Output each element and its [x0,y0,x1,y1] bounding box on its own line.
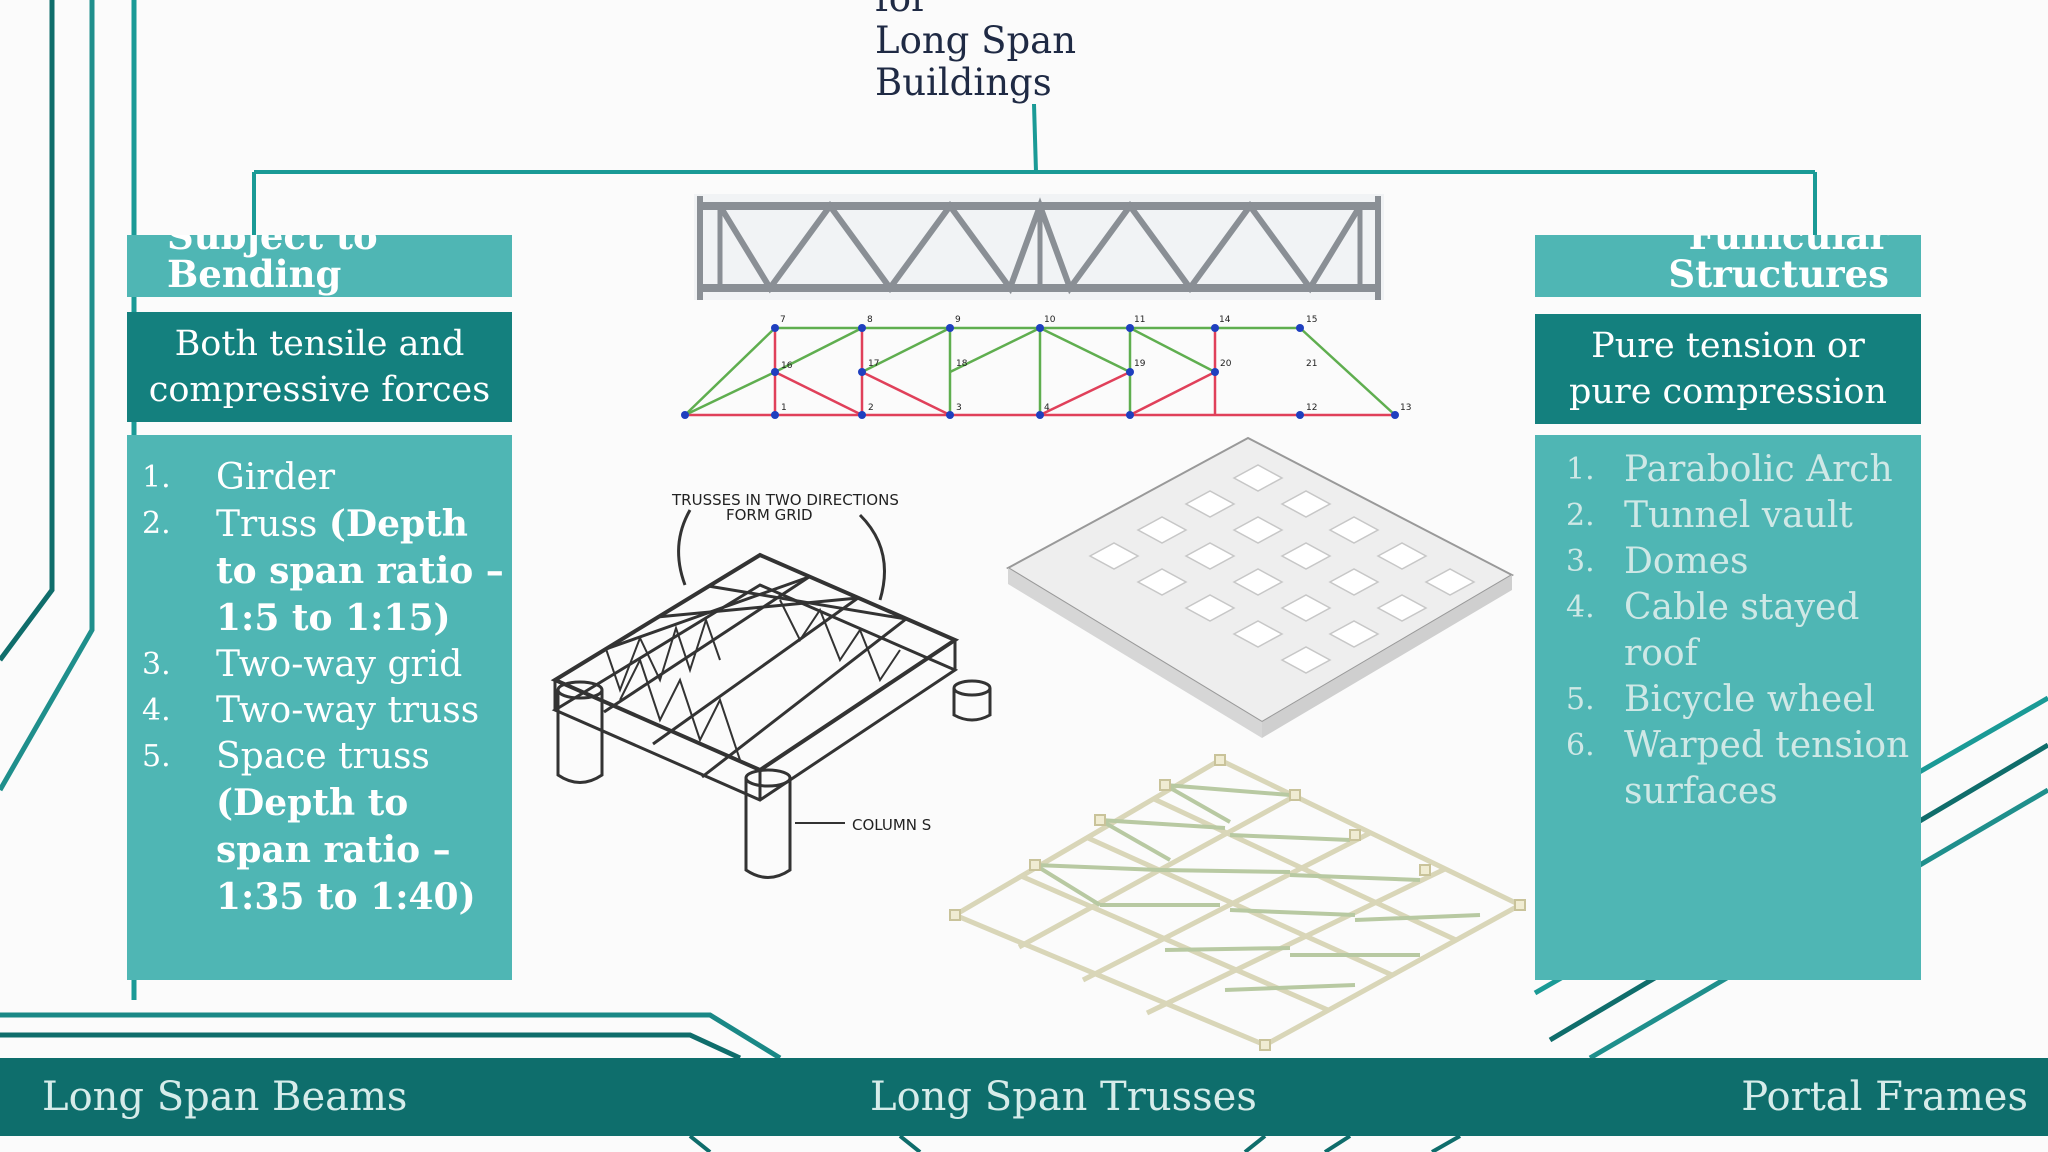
truss-force-diagram: 7 8 9 10 11 14 15 16 17 18 19 20 21 1 2 … [681,315,1411,419]
node-label: 11 [1134,315,1145,325]
left-header-box: Subject to Bending [127,235,512,297]
list-item: 3.Domes [1566,541,1749,582]
node-label: 2 [868,403,874,413]
list-item: 4.Two-way truss [142,690,480,731]
right-force-line-2: pure compression [1569,372,1887,412]
node-label: 14 [1219,315,1231,325]
list-item: 6.Warped tension surfaces [1566,725,1910,812]
title-line-1: for [875,0,1135,20]
connector-tree [252,103,1817,236]
footer-link-long-span-beams[interactable]: Long Span Beams [42,1074,408,1120]
waffle-slab-illustration [1005,436,1515,738]
node-label: 9 [955,315,961,325]
node-label: 16 [781,361,793,371]
list-item: 5.Space truss (Depth to span ratio – 1:3… [142,736,476,918]
node-label: 13 [1400,403,1411,413]
node-label: 20 [1220,359,1232,369]
two-way-grid-sketch: TRUSSES IN TWO DIRECTIONS FORM GRID COLU… [550,491,992,879]
list-item: 2.Tunnel vault [1566,495,1853,536]
list-item: 4.Cable stayed roof [1566,587,1860,674]
node-label: 18 [956,359,968,369]
left-force-line-1: Both tensile and [174,324,465,364]
bottom-decorative-lines [688,1134,1461,1152]
list-item: 3.Two-way grid [142,644,463,685]
funicular-structures-list: 1.Parabolic Arch 2.Tunnel vault 3.Domes … [1535,435,1921,815]
node-label: 15 [1306,315,1317,325]
node-label: 17 [868,359,879,369]
title-line-3: Buildings [875,61,1052,104]
right-force-box: Pure tension or pure compression [1535,314,1921,424]
left-force-box: Both tensile and compressive forces [127,312,512,422]
sketch-label-grid: TRUSSES IN TWO DIRECTIONS [671,491,899,509]
list-item: 5.Bicycle wheel [1566,679,1876,720]
footer-link-portal-frames[interactable]: Portal Frames [1741,1074,2028,1120]
node-label: 19 [1134,359,1146,369]
list-item: 1.Girder [142,457,336,498]
node-label: 10 [1044,315,1056,325]
footer-link-long-span-trusses[interactable]: Long Span Trusses [870,1074,1257,1120]
node-label: 21 [1306,359,1317,369]
list-item: 1.Parabolic Arch [1566,449,1893,490]
node-label: 3 [956,403,962,413]
right-list-box: 1.Parabolic Arch 2.Tunnel vault 3.Domes … [1535,435,1921,980]
node-label: 12 [1306,403,1317,413]
node-label: 8 [867,315,873,325]
node-label: 7 [780,315,786,325]
right-header-line-2: Structures [1668,252,1889,296]
left-header-line-1: Subject to [167,235,378,258]
title-line-2: Long Span [875,19,1077,62]
node-label: 1 [781,403,787,413]
left-force-line-2: compressive forces [148,370,491,410]
space-frame-illustration [949,754,1526,1051]
list-item: 2.Truss (Depth to span ratio – 1:5 to 1:… [142,503,504,639]
left-header-line-2: Bending [167,252,342,296]
sketch-label-grid-2: FORM GRID [726,506,813,524]
node-label: 4 [1044,403,1050,413]
right-header-box: Funicular Structures [1535,235,1921,297]
footer-bar: Long Span Beams Long Span Trusses Portal… [0,1058,2048,1136]
right-force-line-1: Pure tension or [1591,326,1865,366]
right-header-line-1: Funicular [1688,235,1889,258]
bending-structures-list: 1.Girder 2.Truss (Depth to span ratio – … [127,435,512,921]
sketch-label-column: COLUMN S [852,816,931,834]
steel-truss-illustration [694,194,1384,300]
left-list-box: 1.Girder 2.Truss (Depth to span ratio – … [127,435,512,980]
diagram-title: for Long Span Buildings [875,0,1135,104]
